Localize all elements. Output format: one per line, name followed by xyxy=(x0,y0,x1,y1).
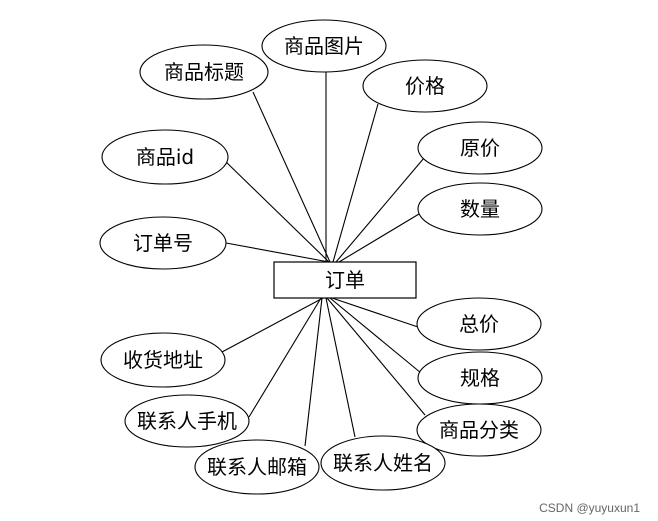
attribute-product-category: 商品分类 xyxy=(416,403,542,457)
attribute-label: 商品分类 xyxy=(439,418,519,442)
connector-quantity xyxy=(338,213,420,263)
attribute-label: 原价 xyxy=(460,136,500,160)
attribute-ellipse xyxy=(194,439,320,495)
attribute-original-price: 原价 xyxy=(417,121,543,175)
connector-product-title xyxy=(252,91,331,263)
attribute-ellipse xyxy=(99,216,227,270)
connector-original-price xyxy=(335,157,425,263)
attribute-ellipse xyxy=(416,297,542,351)
entity-order: 订单 xyxy=(273,261,417,299)
entity-box xyxy=(273,261,417,299)
attribute-order-number: 订单号 xyxy=(99,216,227,270)
attribute-label: 联系人邮箱 xyxy=(207,455,307,479)
attribute-product-id: 商品id xyxy=(101,129,229,185)
connector-price xyxy=(332,103,379,263)
attribute-label: 收货地址 xyxy=(123,348,203,372)
attribute-label: 商品图片 xyxy=(284,34,364,58)
attribute-label: 价格 xyxy=(405,74,445,98)
attribute-ellipse xyxy=(417,121,543,175)
attribute-quantity: 数量 xyxy=(417,182,543,236)
attribute-contact-name: 联系人姓名 xyxy=(320,435,446,491)
connector-spec xyxy=(329,297,422,374)
connector-product-category xyxy=(326,297,426,416)
attribute-ellipse xyxy=(416,403,542,457)
attribute-shipping-address: 收货地址 xyxy=(100,332,226,388)
attribute-label: 规格 xyxy=(460,366,500,390)
attribute-label: 商品id xyxy=(136,145,194,169)
attribute-ellipse xyxy=(362,59,488,113)
attribute-label: 商品标题 xyxy=(164,60,244,84)
attribute-ellipse xyxy=(124,394,250,448)
connector-total-price xyxy=(331,297,419,328)
connector-contact-name xyxy=(325,297,356,438)
connector-lines xyxy=(221,72,426,447)
attribute-total-price: 总价 xyxy=(416,297,542,351)
attribute-ellipse xyxy=(100,332,226,388)
attribute-product-image: 商品图片 xyxy=(261,19,387,73)
attribute-ellipse xyxy=(101,129,229,185)
connector-order-number xyxy=(225,242,330,263)
entity-label: 订单 xyxy=(325,268,365,292)
attribute-ellipse xyxy=(417,182,543,236)
attribute-product-title: 商品标题 xyxy=(139,44,269,100)
attribute-price: 价格 xyxy=(362,59,488,113)
connector-contact-phone xyxy=(248,297,322,418)
attribute-ellipse xyxy=(139,44,269,100)
attribute-label: 联系人手机 xyxy=(137,409,237,433)
attribute-contact-email: 联系人邮箱 xyxy=(194,439,320,495)
attribute-ellipse xyxy=(320,435,446,491)
connector-product-id xyxy=(223,159,330,263)
attribute-label: 订单号 xyxy=(133,231,193,255)
connector-shipping-address xyxy=(221,297,324,353)
attribute-label: 总价 xyxy=(459,312,499,336)
connector-contact-email xyxy=(304,297,323,447)
attribute-label: 联系人姓名 xyxy=(333,451,433,475)
attribute-contact-phone: 联系人手机 xyxy=(124,394,250,448)
attribute-spec: 规格 xyxy=(417,351,543,405)
attribute-label: 数量 xyxy=(460,197,500,221)
attribute-ellipse xyxy=(261,19,387,73)
watermark: CSDN @yuyuxun1 xyxy=(539,501,640,515)
